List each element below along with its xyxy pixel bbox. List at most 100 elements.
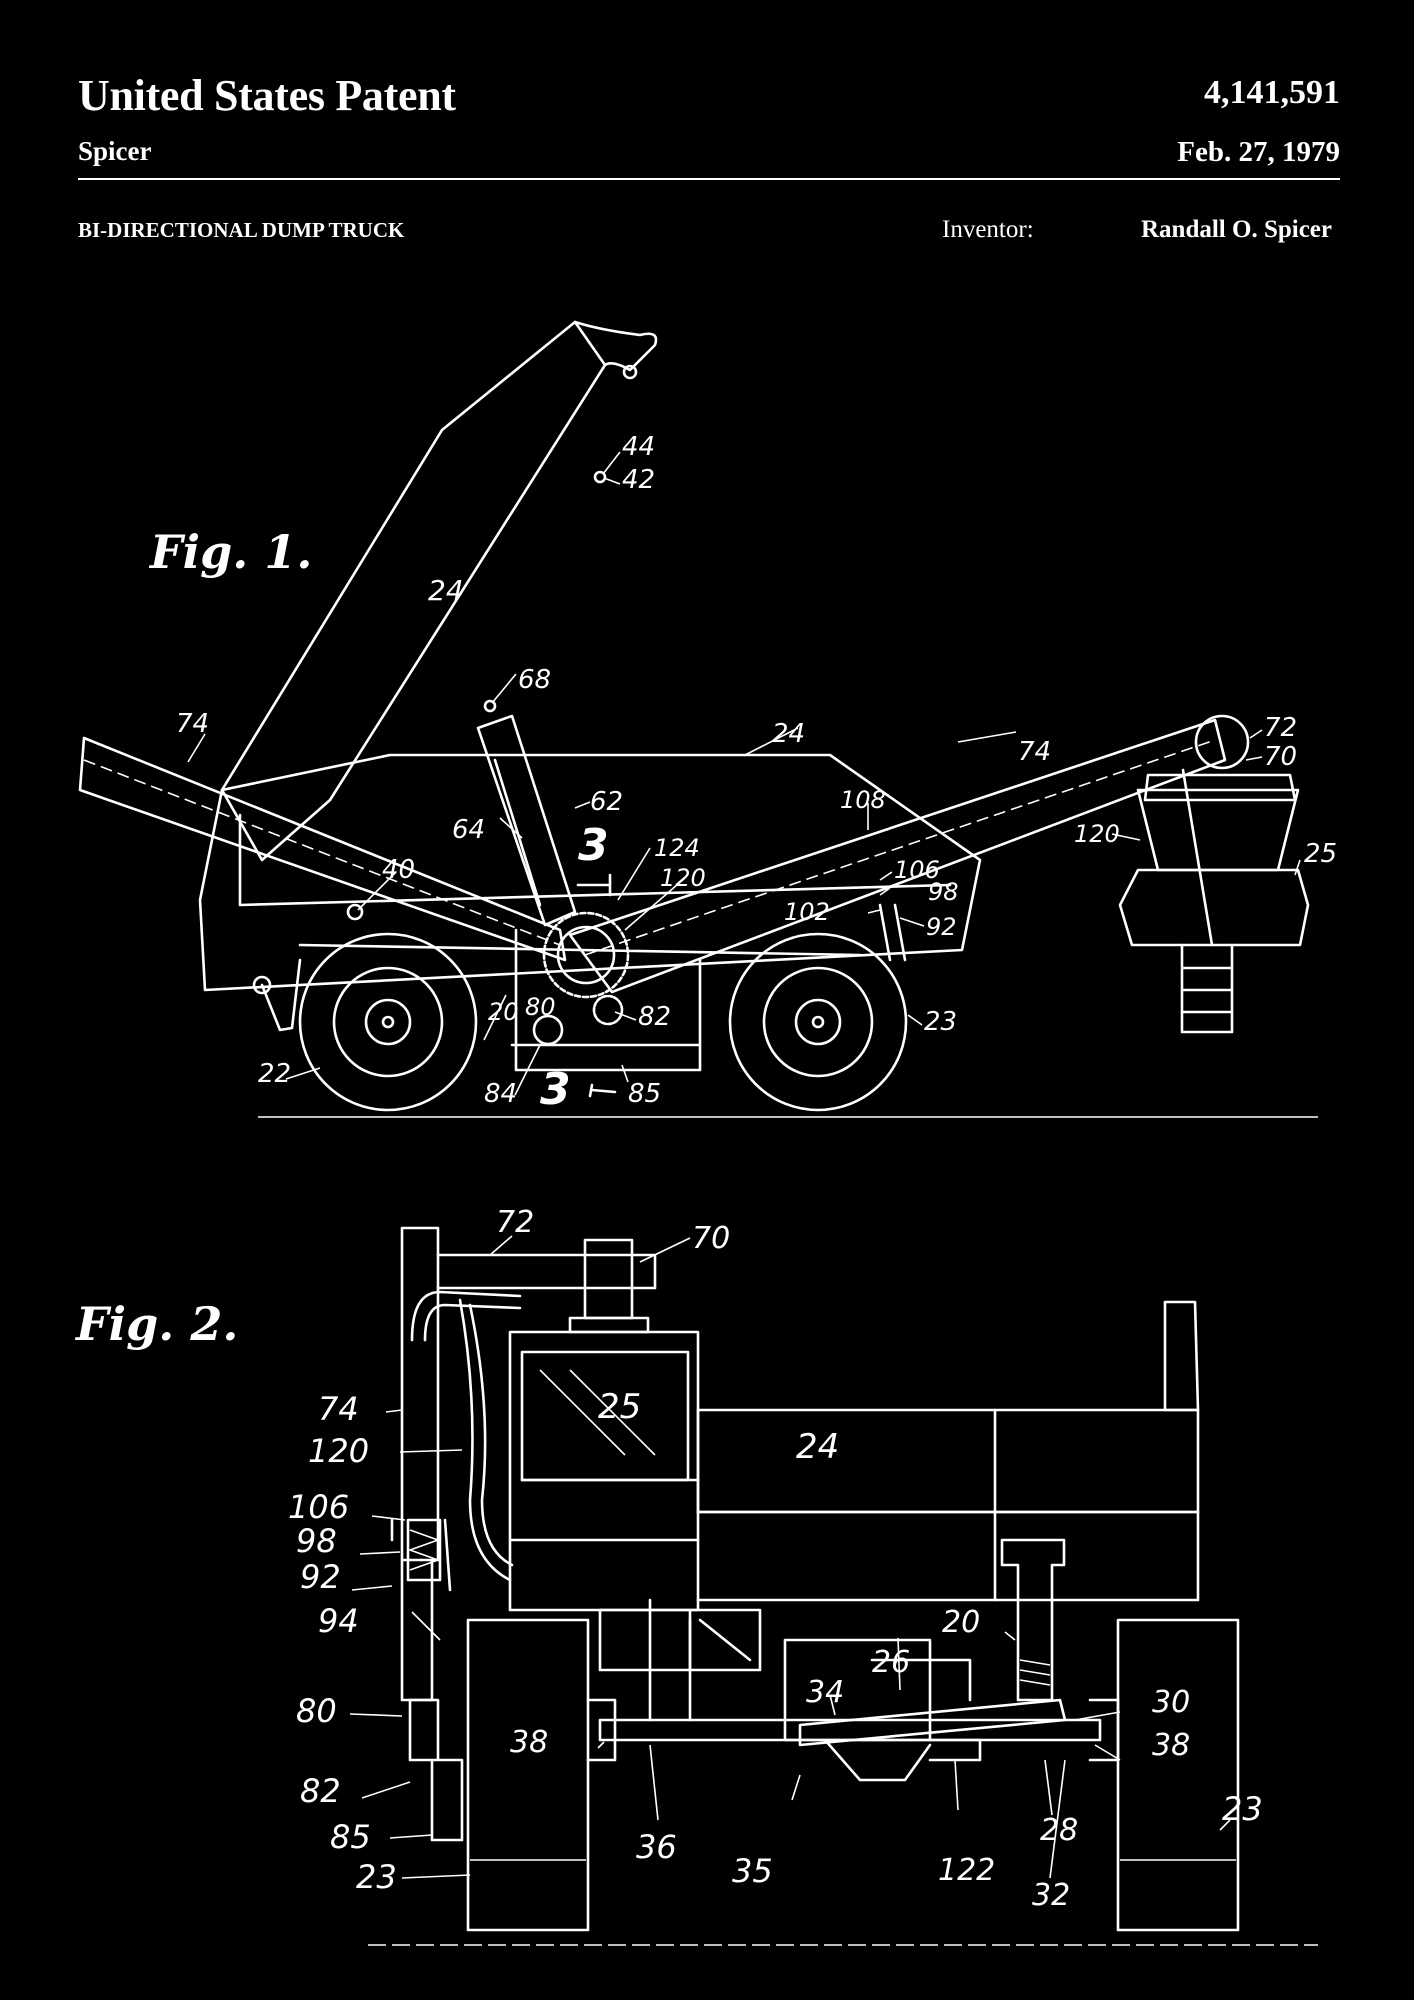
figure-2-drawing: Fig. 2. xyxy=(74,1205,1318,1946)
bracket-92 xyxy=(390,1518,452,1592)
ref-120-cab: 120 xyxy=(1074,820,1120,848)
patent-title: BI-DIRECTIONAL DUMP TRUCK xyxy=(78,218,405,242)
differential-35 xyxy=(823,1738,932,1782)
ref2-30: 30 xyxy=(1152,1685,1190,1720)
wheel-23-right xyxy=(1116,1618,1240,1932)
boom-74-upright xyxy=(400,1226,440,1562)
header-divider xyxy=(78,178,1340,180)
drive-assembly-85 xyxy=(408,1698,464,1842)
ref-44: 44 xyxy=(622,432,655,462)
section-marker-top xyxy=(576,873,612,897)
pivot-pin-top xyxy=(622,364,638,380)
lower-box xyxy=(198,753,982,992)
ref-3-bottom: 3 xyxy=(540,1064,571,1115)
chassis-frame xyxy=(298,943,862,957)
cab-25-roof xyxy=(1143,773,1297,802)
rear-pivot xyxy=(252,975,272,995)
patent-header: United States Patent 4,141,591 Spicer Fe… xyxy=(78,60,1340,243)
wheel-hubs-38 xyxy=(586,1698,1120,1762)
ref2-34: 34 xyxy=(806,1675,844,1710)
ref2-70: 70 xyxy=(692,1221,730,1256)
wheel-23 xyxy=(728,932,908,1112)
boom-74-left xyxy=(78,736,567,962)
ref-62: 62 xyxy=(590,787,623,817)
post-70-base xyxy=(568,1316,650,1334)
ref-108: 108 xyxy=(840,786,886,814)
spring-coil xyxy=(407,1529,441,1571)
ref-98: 98 xyxy=(928,878,959,906)
ref2-80: 80 xyxy=(296,1692,337,1730)
ref2-35: 35 xyxy=(732,1852,773,1890)
ref-84: 84 xyxy=(484,1079,517,1109)
figure-1-drawing: Fig. 1. xyxy=(78,320,1337,1118)
cab-25-window xyxy=(1136,788,1300,872)
patent-heading: United States Patent xyxy=(78,71,456,120)
wheel-23-left xyxy=(466,1618,590,1932)
ref2-26: 26 xyxy=(872,1645,910,1680)
hose-120 xyxy=(458,1298,514,1582)
figure-1-label: Fig. 1. xyxy=(148,525,312,579)
sheave-arm-72 xyxy=(436,1253,657,1290)
ref-124: 124 xyxy=(654,834,700,862)
ref2-98: 98 xyxy=(296,1522,337,1560)
dump-box-lip xyxy=(573,320,658,372)
patent-number: 4,141,591 xyxy=(1204,74,1340,111)
ref-102: 102 xyxy=(784,898,830,926)
cab-ladder xyxy=(1180,943,1234,1034)
ref-74-right: 74 xyxy=(1018,737,1051,767)
ref2-94: 94 xyxy=(318,1602,359,1640)
hose-120-top xyxy=(410,1290,522,1342)
ref-40: 40 xyxy=(382,855,415,885)
figure-2-label: Fig. 2. xyxy=(74,1297,238,1351)
pin-68 xyxy=(483,699,497,713)
cylinder-threads xyxy=(1019,1659,1051,1686)
cable-120 xyxy=(1181,768,1214,947)
ref2-23-right: 23 xyxy=(1222,1790,1263,1828)
pin-40 xyxy=(346,903,364,921)
rear-link xyxy=(260,958,302,1032)
ref2-25: 25 xyxy=(598,1387,641,1427)
dump-body-24 xyxy=(696,1408,1200,1514)
wheel-22 xyxy=(298,932,478,1112)
hydraulic-cylinder-62 xyxy=(476,714,577,927)
cylinder-rod xyxy=(493,758,542,907)
boom-74-right xyxy=(568,718,1227,994)
cab-25 xyxy=(508,1330,700,1612)
inventor-name: Randall O. Spicer xyxy=(1141,216,1332,243)
section-marker-bottom xyxy=(588,1083,617,1098)
leader-lines-fig1 xyxy=(187,451,1301,1096)
ref2-72: 72 xyxy=(496,1205,534,1240)
ref2-28: 28 xyxy=(1040,1813,1078,1848)
ref2-20: 20 xyxy=(942,1605,980,1640)
ref2-23-left: 23 xyxy=(356,1858,397,1896)
drive-housing xyxy=(510,928,702,1072)
swing-gear xyxy=(542,911,630,999)
ref-25: 25 xyxy=(1304,839,1337,869)
ref-120-fig1: 120 xyxy=(660,864,706,892)
ref2-120: 120 xyxy=(308,1432,369,1470)
pin-42 xyxy=(593,470,607,484)
ref2-24: 24 xyxy=(796,1427,839,1467)
cab-window-glare xyxy=(539,1369,656,1456)
ref2-32: 32 xyxy=(1032,1878,1070,1913)
ref-23: 23 xyxy=(924,1007,957,1037)
patent-date: Feb. 27, 1979 xyxy=(1177,136,1340,168)
spring-98 xyxy=(406,1518,442,1582)
ref-72: 72 xyxy=(1264,713,1297,743)
ref-24-lower: 24 xyxy=(772,719,805,749)
frame-bracket xyxy=(598,1608,762,1672)
ref2-36: 36 xyxy=(636,1828,677,1866)
ref2-92: 92 xyxy=(300,1558,341,1596)
sheave-72 xyxy=(1194,714,1250,770)
ref2-38-right: 38 xyxy=(1152,1728,1190,1763)
ref-82: 82 xyxy=(638,1002,671,1032)
ref-80: 80 xyxy=(525,993,556,1021)
ref2-122: 122 xyxy=(938,1853,995,1888)
ref-92: 92 xyxy=(926,913,957,941)
ref-106: 106 xyxy=(894,856,940,884)
cab-lower-lines xyxy=(510,1478,700,1542)
ref2-82: 82 xyxy=(300,1772,341,1810)
cab-25-body xyxy=(1118,868,1310,947)
ref-85: 85 xyxy=(628,1079,661,1109)
